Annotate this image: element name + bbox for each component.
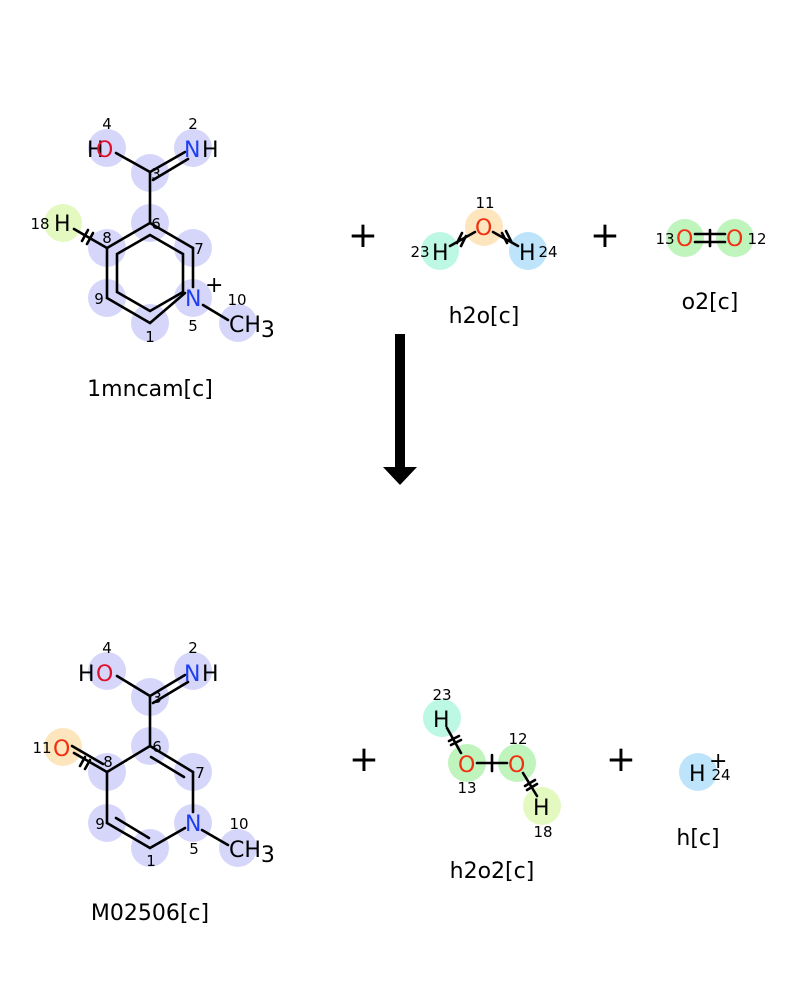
atom-number: 9 [94,290,104,308]
atom-label-h: H [87,138,104,163]
atom-number: 10 [227,291,246,309]
atom-label-h: H [54,212,71,237]
molecule-name: o2[c] [682,290,739,315]
plus-sign: + [349,739,379,780]
atom-number: 11 [475,194,494,212]
molecule-name: M02506[c] [91,901,209,926]
atom-number: 5 [189,840,199,858]
molecule-o2: 13 O O 12 o2[c] [655,219,767,315]
atom-label-nitrogen: N [185,287,201,312]
atom-label-h: H [519,241,536,266]
bonds [72,150,230,325]
atom-label-h: H [432,241,449,266]
atom-number: 5 [188,317,198,335]
atom-label-oxygen: O [676,227,693,252]
molecule-name: h2o2[c] [450,859,535,884]
atom-number: 18 [533,823,552,841]
atom-number: 12 [508,730,527,748]
atom-number: 8 [103,753,113,771]
molecule-m02506: 4 H O 2 N H 3 6 7 N 5 1 9 8 11 O 10 CH3 … [32,639,274,926]
atom-number: 4 [102,639,112,657]
atom-number: 4 [102,115,112,133]
atom-number: 1 [145,328,155,346]
molecule-name: 1mncam[c] [87,377,213,402]
atom-number: 7 [195,764,205,782]
atom-label-h: H [433,708,450,733]
plus-sign: + [348,215,378,256]
molecule-h2o: 11 O 23 H H 24 h2o[c] [410,194,557,329]
atom-number: 13 [655,230,674,248]
atom-label-oxygen: O [96,138,113,163]
atom-label-oxygen: O [726,227,743,252]
atom-label-oxygen: O [475,216,492,241]
atom-number: 6 [151,215,161,233]
molecule-1mncam: 4 H O 2 N H 3 6 7 N + 5 1 9 8 18 H 10 CH… [30,115,274,402]
atom-number: 11 [32,739,51,757]
atom-number: 23 [432,686,451,704]
charge-plus: + [709,749,727,774]
atom-number: 6 [152,738,162,756]
atom-label-oxygen: O [96,662,113,687]
atom-number: 24 [538,243,557,261]
charge-plus: + [205,273,223,298]
atom-number: 3 [152,689,162,707]
molecule-name: h2o[c] [449,304,520,329]
atom-label-h: H [78,662,95,687]
atom-number: 12 [747,230,766,248]
atom-label-methyl: CH3 [229,313,275,343]
atom-number: 8 [102,229,112,247]
plus-sign: + [606,739,636,780]
atom-number: 9 [95,815,105,833]
atom-number: 23 [410,243,429,261]
atom-label-nitrogen: N [184,138,200,163]
atom-number: 1 [146,852,156,870]
reaction-arrow [383,334,417,485]
atom-number: 2 [188,115,198,133]
atom-label-h: H [202,138,219,163]
atom-label-oxygen: O [458,753,475,778]
atom-label-methyl: CH3 [229,838,275,868]
atom-number: 24 [711,766,730,784]
atom-number: 3 [151,165,161,183]
molecule-h2o2: 23 H O 13 12 O H 18 h2o2[c] [423,686,561,884]
atom-label-h: H [533,796,550,821]
atom-label-oxygen: O [508,753,525,778]
atom-number: 7 [194,240,204,258]
plus-sign: + [590,215,620,256]
atom-number: 2 [188,639,198,657]
atom-label-h: H [202,662,219,687]
molecule-h-proton: H + 24 h[c] [676,749,730,851]
atom-number: 13 [457,779,476,797]
atom-label-nitrogen: N [184,662,200,687]
atom-number: 10 [229,815,248,833]
molecule-name: h[c] [676,826,719,851]
atom-label-oxygen: O [53,737,70,762]
atom-label-nitrogen: N [185,812,201,837]
atom-number: 18 [30,215,49,233]
atom-label-h: H [689,762,706,787]
